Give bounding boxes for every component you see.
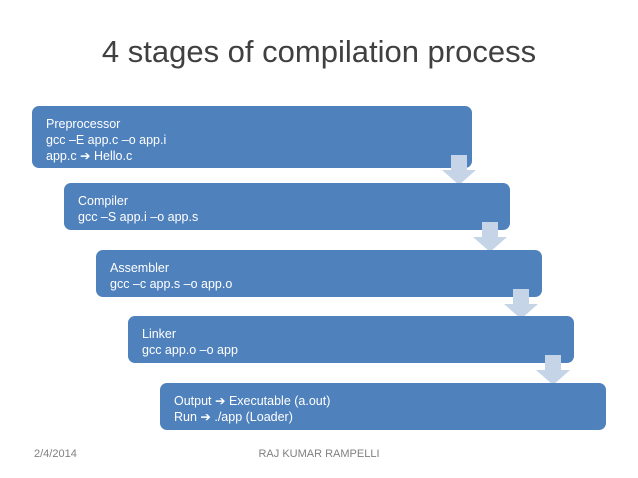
stage-compiler-line-2: gcc –S app.i –o app.s (78, 210, 199, 224)
stage-output[interactable]: Output ➔ Executable (a.out) Run ➔ ./app … (160, 383, 606, 430)
stage-preprocessor[interactable]: Preprocessor gcc –E app.c –o app.i app.c… (32, 106, 472, 168)
arrow-head (504, 304, 538, 319)
arrow-head (473, 237, 507, 252)
stage-output-line-2: Run ➔ ./app (Loader) (174, 410, 293, 424)
page-title: 4 stages of compilation process (101, 34, 537, 69)
arrow-shaft (513, 289, 529, 305)
arrow-head (442, 170, 476, 185)
arrow-shaft (451, 155, 467, 171)
stage-compiler[interactable]: Compiler gcc –S app.i –o app.s (64, 183, 510, 230)
footer-author: RAJ KUMAR RAMPELLI (258, 448, 380, 460)
arrow-head (536, 370, 570, 385)
stage-linker-line-1: Linker (142, 327, 177, 341)
footer-date: 2/4/2014 (34, 448, 77, 460)
arrow-shaft (482, 222, 498, 238)
stage-assembler-line-1: Assembler (110, 261, 170, 275)
stage-assembler-line-2: gcc –c app.s –o app.o (110, 277, 233, 291)
stage-output-line-1: Output ➔ Executable (a.out) (174, 394, 331, 408)
stage-preprocessor-line-2: gcc –E app.c –o app.i (46, 133, 167, 147)
stage-assembler[interactable]: Assembler gcc –c app.s –o app.o (96, 250, 542, 297)
arrow-shaft (545, 355, 561, 371)
stage-compiler-line-1: Compiler (78, 194, 129, 208)
stage-preprocessor-line-3: app.c ➔ Hello.c (46, 149, 133, 163)
stage-linker-line-2: gcc app.o –o app (142, 343, 238, 357)
stage-preprocessor-line-1: Preprocessor (46, 117, 121, 131)
stage-linker[interactable]: Linker gcc app.o –o app (128, 316, 574, 363)
